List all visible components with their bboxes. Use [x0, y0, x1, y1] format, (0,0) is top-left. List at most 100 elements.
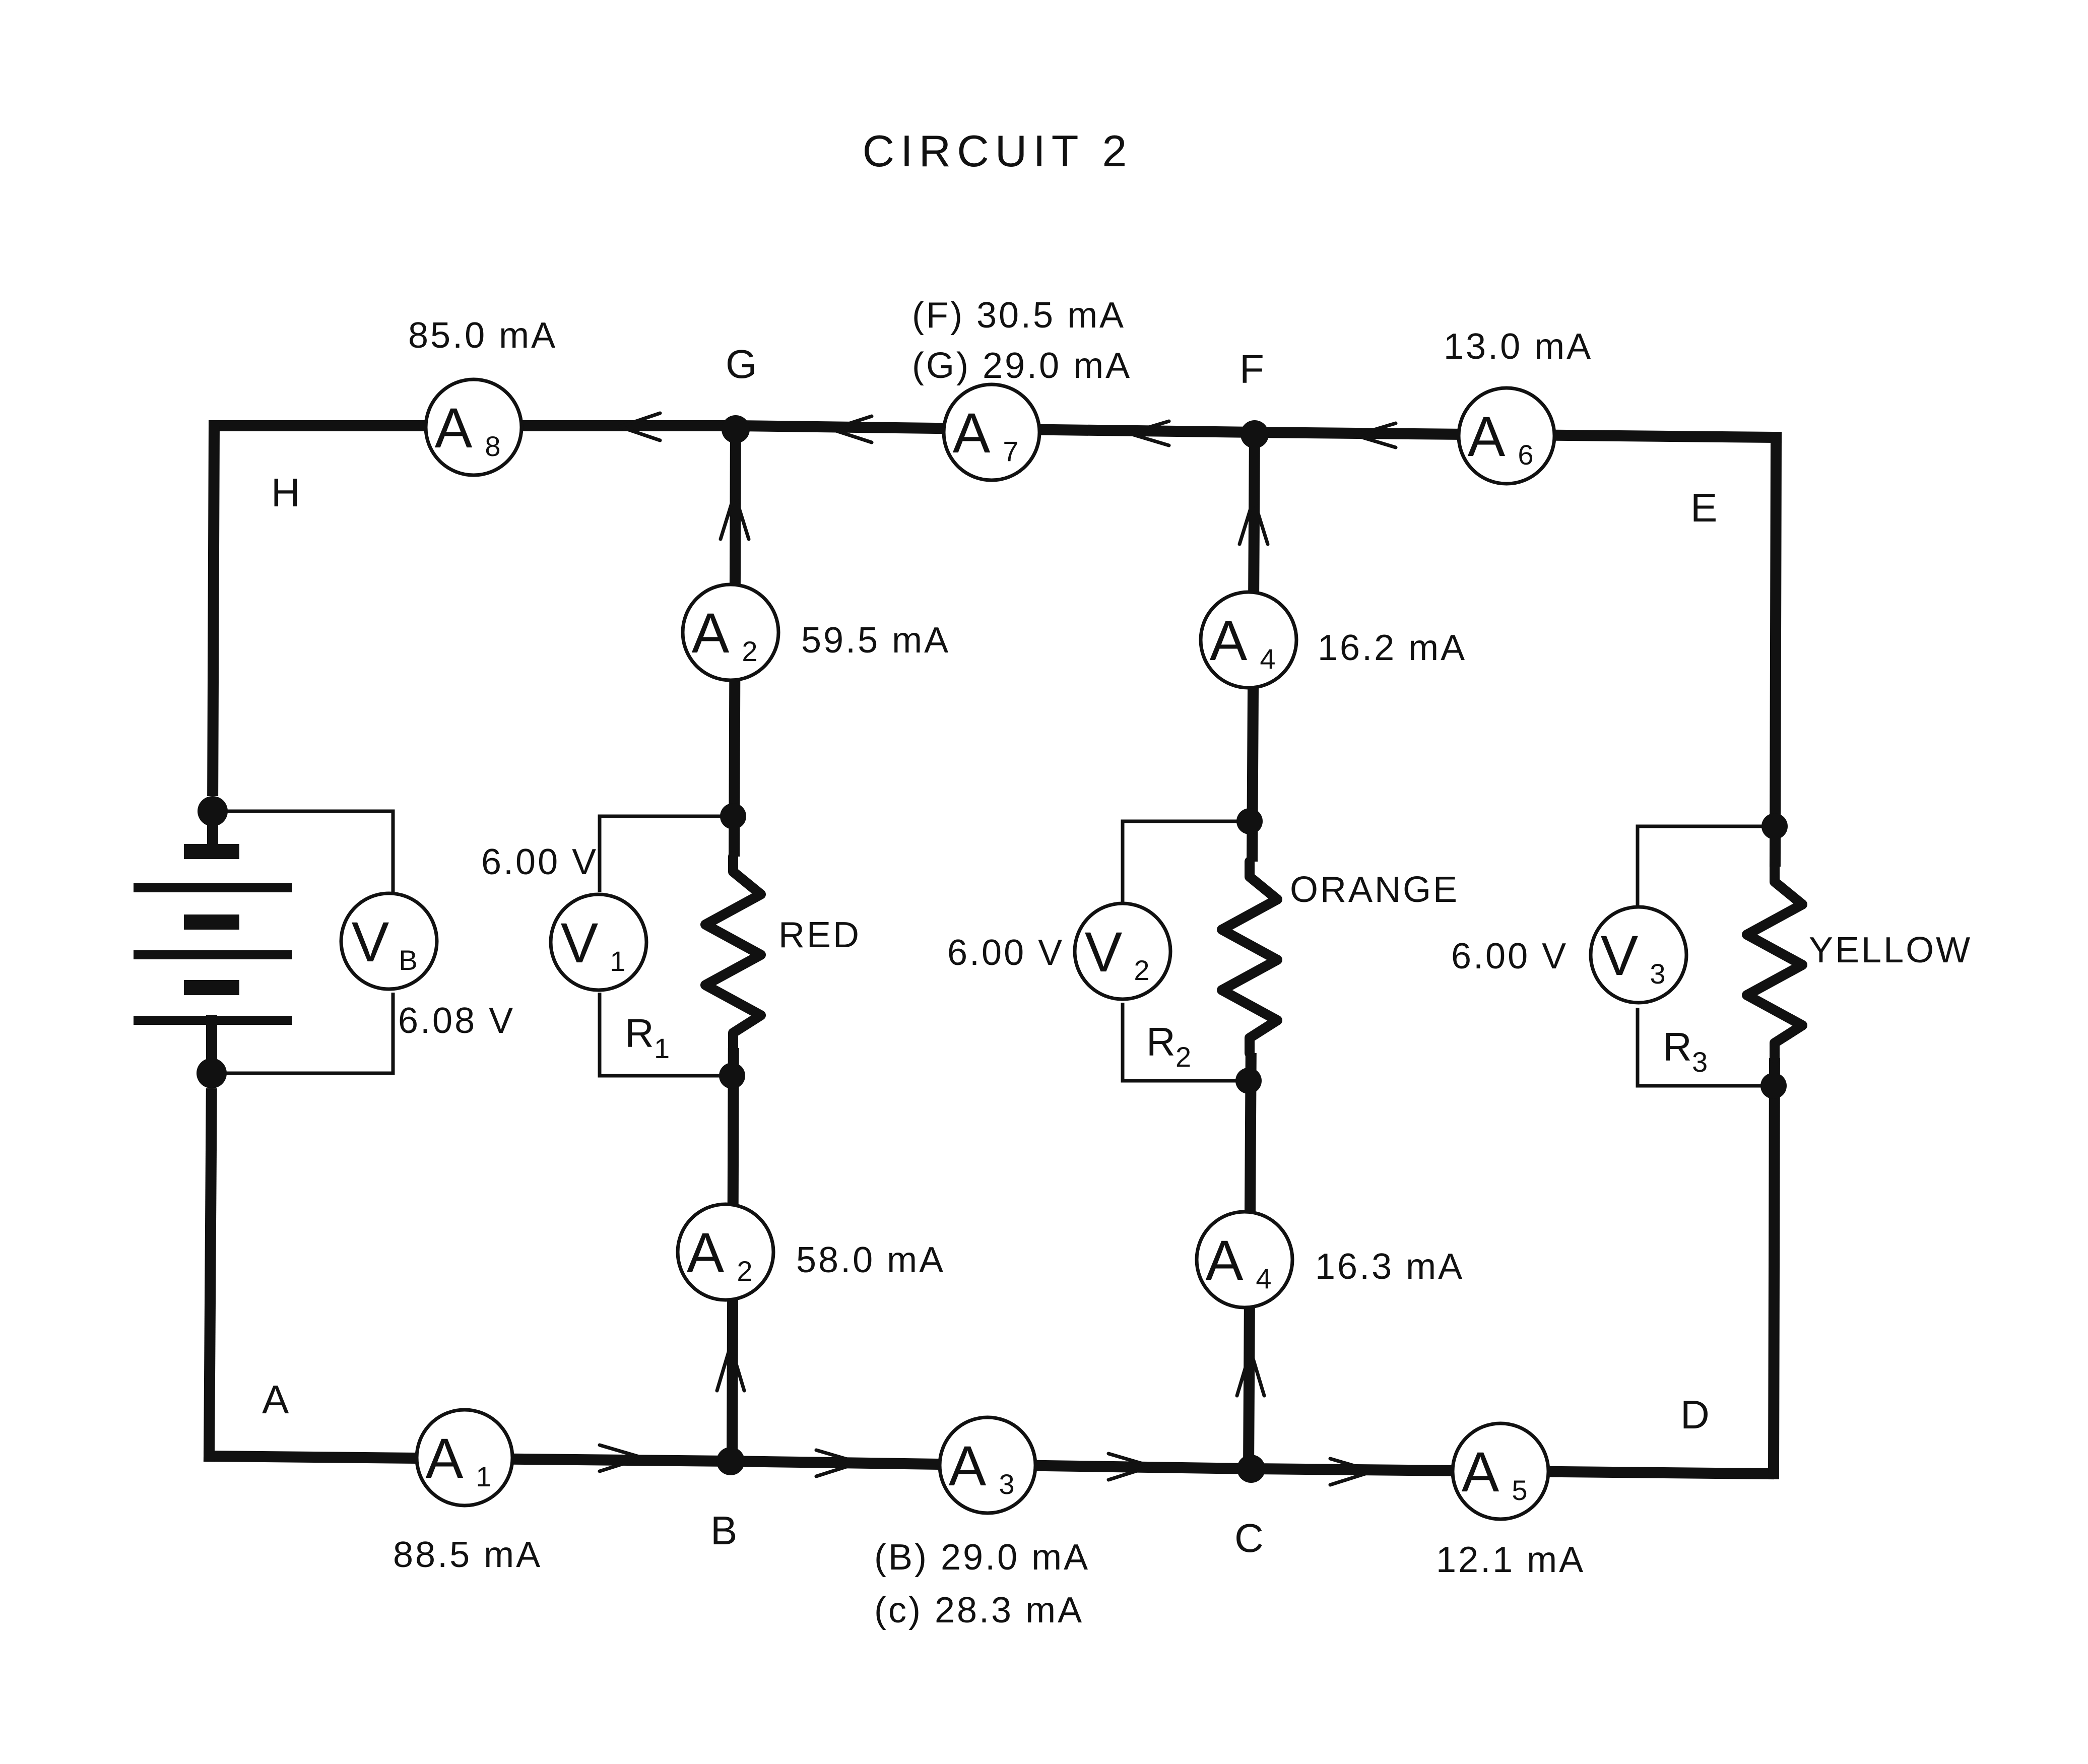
arrow-bottom-4 [1328, 1457, 1375, 1487]
vb-lead-bottom [212, 993, 395, 1075]
node-r1-top [720, 803, 746, 829]
ammeter-a4-top: A 4 [1199, 590, 1298, 690]
resistor-r1 [700, 852, 766, 1053]
ammeter-a8-sub: 8 [485, 430, 500, 462]
arrow-branch2-up-top [1237, 497, 1270, 546]
battery [134, 796, 292, 1088]
arrow-branch1-up-bottom [715, 1343, 746, 1393]
ammeter-a6: A 6 [1457, 386, 1556, 486]
ammeter-a1-sub: 1 [476, 1461, 491, 1492]
ammeter-a7-reading-f: (F) 30.5 mA [912, 295, 1126, 336]
ammeter-a6-sub: 6 [1518, 439, 1533, 471]
arrow-bottom-1 [598, 1443, 644, 1473]
voltmeter-v1-sub: 1 [610, 945, 625, 977]
voltmeter-v2-sub: 2 [1134, 954, 1149, 986]
ammeter-a4-bottom-letter: A [1206, 1229, 1244, 1292]
voltmeter-v3-reading: 6.00 V [1451, 936, 1568, 976]
voltmeter-v3-letter: V [1601, 924, 1639, 987]
resistor-labels: R 1 RED R 2 ORANGE R 3 YELLOW [625, 870, 1972, 1078]
resistor-r2-sub: 2 [1176, 1041, 1191, 1073]
ammeter-a1-letter: A [426, 1427, 464, 1490]
ammeter-a4-bottom-sub: 4 [1256, 1263, 1271, 1294]
ammeter-a4-bottom-reading: 16.3 mA [1315, 1247, 1464, 1287]
circuit-title: CIRCUIT 2 [863, 126, 1133, 176]
ammeter-a4-top-sub: 4 [1260, 643, 1275, 675]
ammeter-a3-letter: A [949, 1434, 987, 1497]
node-battery-top [198, 796, 228, 826]
ammeter-a2-top-reading: 59.5 mA [801, 620, 950, 661]
resistor-r3-color: YELLOW [1809, 930, 1972, 970]
arrow-top-4 [1353, 421, 1398, 449]
voltmeter-v1: V 1 [549, 892, 648, 992]
resistor-r3-sub: 3 [1692, 1046, 1708, 1078]
arrow-branch1-up-top [719, 492, 751, 541]
arrow-top-1 [618, 411, 662, 442]
node-letters: A B C D E F G H [262, 342, 1717, 1560]
ammeter-a4-top-reading: 16.2 mA [1318, 628, 1467, 668]
node-g [722, 415, 750, 443]
v2-lead-top [1121, 819, 1250, 902]
ammeter-a1: A 1 [415, 1408, 514, 1508]
voltmeter-vb: V B [339, 891, 439, 991]
arrow-bottom-2 [814, 1448, 861, 1478]
ammeter-a8-reading: 85.0 mA [408, 315, 557, 356]
vb-lead-top [213, 809, 395, 892]
arrow-top-2 [829, 414, 874, 444]
ammeter-a7: A 7 [942, 382, 1041, 482]
node-c [1237, 1455, 1265, 1483]
ammeter-a2-bottom-reading: 58.0 mA [796, 1240, 945, 1280]
node-r1-bottom [719, 1063, 745, 1089]
ammeter-a7-letter: A [953, 402, 991, 465]
arrow-bottom-3 [1106, 1452, 1153, 1482]
voltmeter-v2: V 2 [1073, 901, 1172, 1001]
node-label-a: A [262, 1377, 289, 1422]
voltmeter-v3-sub: 3 [1650, 958, 1665, 990]
node-label-c: C [1234, 1516, 1264, 1560]
voltmeter-v2-reading: 6.00 V [947, 933, 1064, 973]
resistor-r1-color: RED [778, 915, 861, 955]
ammeter-a5-sub: 5 [1512, 1474, 1527, 1506]
left-wire-top [207, 420, 220, 817]
voltmeter-vb-sub: B [399, 944, 417, 976]
ammeter-a3-reading-b: (B) 29.0 mA [874, 1537, 1090, 1578]
node-r2-top [1236, 808, 1263, 834]
voltmeter-v1-letter: V [561, 911, 599, 974]
node-label-g: G [726, 342, 757, 386]
ammeter-a2-top-sub: 2 [742, 635, 757, 667]
v1-lead-bottom [598, 993, 732, 1078]
node-label-f: F [1239, 347, 1264, 391]
ammeter-a2-top-letter: A [692, 602, 730, 665]
ammeter-a3-sub: 3 [999, 1468, 1014, 1500]
arrow-top-3 [1127, 419, 1171, 447]
voltmeter-vb-letter: V [352, 910, 389, 973]
ammeter-a4-top-letter: A [1210, 609, 1248, 672]
node-r3-bottom [1760, 1073, 1787, 1099]
node-r3-top [1761, 813, 1788, 839]
node-battery-bottom [197, 1058, 227, 1088]
resistor-r3-name: R [1663, 1024, 1692, 1069]
voltmeter-v1-reading: 6.00 V [481, 842, 598, 882]
v1-lead-top [598, 814, 733, 892]
node-b [716, 1447, 745, 1475]
ammeter-a5-reading: 12.1 mA [1436, 1540, 1585, 1580]
voltmeter-vb-reading: 6.08 V [398, 1001, 515, 1041]
resistor-r1-zigzag [700, 852, 766, 1053]
ammeter-a2-bottom-letter: A [687, 1221, 725, 1284]
resistor-r2-name: R [1146, 1019, 1176, 1064]
resistor-r1-name: R [625, 1011, 654, 1056]
ammeter-a8-letter: A [435, 397, 473, 460]
ammeter-a4-bottom: A 4 [1195, 1210, 1294, 1310]
v2-lead-bottom [1121, 1003, 1249, 1083]
voltmeter-leads [212, 809, 1775, 1088]
ammeter-a7-reading-g: (G) 29.0 mA [912, 346, 1132, 386]
resistor-r2-color: ORANGE [1290, 870, 1459, 910]
node-label-d: D [1680, 1392, 1710, 1437]
ammeter-a1-reading: 88.5 mA [393, 1535, 542, 1575]
ammeter-a2-bottom: A 2 [676, 1202, 775, 1302]
ammeter-a3-reading-c: (c) 28.3 mA [874, 1590, 1084, 1630]
ammeter-a2-top: A 2 [681, 582, 780, 682]
junction-nodes [197, 415, 1788, 1483]
ammeter-a6-reading: 13.0 mA [1444, 326, 1593, 367]
